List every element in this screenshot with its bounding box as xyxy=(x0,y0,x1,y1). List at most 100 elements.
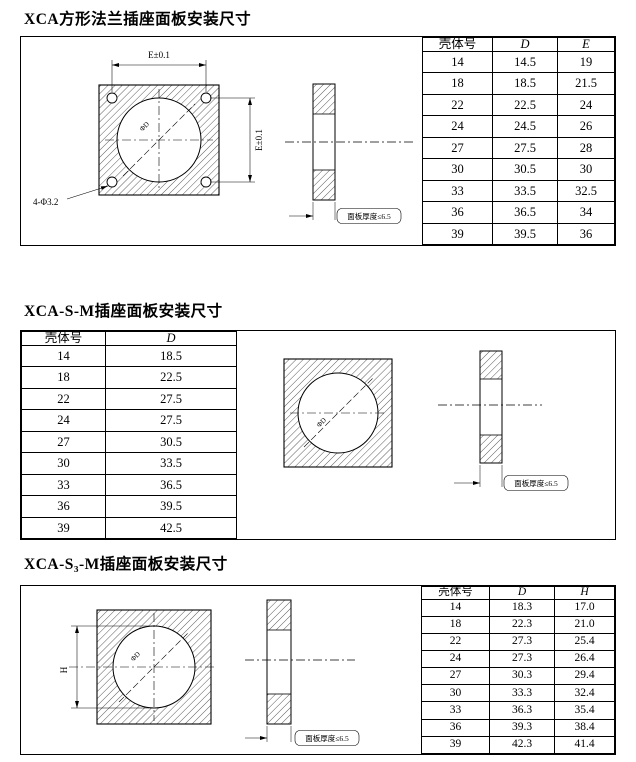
table-cell: 17.0 xyxy=(554,598,615,617)
dimension-left xyxy=(71,625,149,709)
corner-holes-label: 4-Φ3.2 xyxy=(33,197,58,207)
table-cell: 22.5 xyxy=(492,93,558,116)
table-cell: 30.3 xyxy=(489,667,555,686)
table-cell: 42.3 xyxy=(489,735,555,755)
table-cell: 32.4 xyxy=(554,684,615,703)
table-cell: 28 xyxy=(557,136,615,159)
table-cell: 24 xyxy=(21,409,106,432)
table-cell: 36 xyxy=(421,718,490,737)
column-header: H xyxy=(554,586,615,600)
section-hatch-top xyxy=(312,83,336,115)
table-cell: 21.5 xyxy=(557,72,615,95)
table-cell: 19 xyxy=(557,50,615,73)
table-cell: 25.4 xyxy=(554,632,615,651)
table-cell: 39.5 xyxy=(105,495,237,518)
table-cell: 18.5 xyxy=(492,72,558,95)
column-header: 壳体号 xyxy=(21,331,106,346)
dim-top-label: E±0.1 xyxy=(148,50,170,60)
section2-side-view-drawing: 面板厚度≤6.5 xyxy=(438,350,569,491)
column-header: 壳体号 xyxy=(421,586,490,600)
table-cell: 22.5 xyxy=(105,366,237,389)
centerlines xyxy=(105,89,213,191)
panel-thickness-label: 面板厚度≤6.5 xyxy=(347,211,391,221)
dimension-top xyxy=(111,60,207,92)
table-cell: 27 xyxy=(421,667,490,686)
thickness-dimension xyxy=(454,465,503,487)
table-cell: 33 xyxy=(21,473,106,496)
centerlines xyxy=(69,613,217,721)
panel-thickness-label: 面板厚度≤6.5 xyxy=(514,478,558,488)
thickness-dimension xyxy=(289,202,336,220)
section2-front-view-drawing: ΦD xyxy=(283,358,393,468)
section1-title: XCA方形法兰插座面板安装尺寸 xyxy=(24,11,252,28)
table-cell: 26.4 xyxy=(554,649,615,669)
section-hatch-top xyxy=(266,599,292,631)
dimension-right xyxy=(210,97,255,183)
table-cell: 21.0 xyxy=(554,615,615,634)
table-cell: 27 xyxy=(21,430,106,453)
table-cell: 30 xyxy=(422,158,493,181)
table-cell: 39 xyxy=(421,735,490,755)
table-cell: 29.4 xyxy=(554,667,615,686)
table-cell: 18.3 xyxy=(489,598,555,617)
table-cell: 22 xyxy=(21,387,106,410)
table-cell: 36.3 xyxy=(489,701,555,720)
table-cell: 39 xyxy=(422,222,493,245)
section2-title: XCA-S-M插座面板安装尺寸 xyxy=(24,303,223,320)
table-cell: 18 xyxy=(422,72,493,95)
table-cell: 24 xyxy=(421,649,490,669)
table-cell: 30 xyxy=(21,452,106,475)
table-cell: 33.5 xyxy=(105,452,237,475)
table-cell: 36.5 xyxy=(492,201,558,224)
table-cell: 22 xyxy=(422,93,493,116)
table-cell: 33.3 xyxy=(489,684,555,703)
table-cell: 41.4 xyxy=(554,735,615,755)
table-cell: 18 xyxy=(421,615,490,634)
table-cell: 27.5 xyxy=(105,409,237,432)
thickness-label-frame xyxy=(503,475,569,491)
table-cell: 38.4 xyxy=(554,718,615,737)
table-cell: 24 xyxy=(557,93,615,116)
table-cell: 33 xyxy=(421,701,490,720)
table-cell: 26 xyxy=(557,115,615,138)
table-cell: 39 xyxy=(21,516,106,539)
table-cell: 14 xyxy=(21,344,106,367)
table-cell: 27.3 xyxy=(489,649,555,669)
dim-right-label: E±0.1 xyxy=(254,129,264,151)
column-header: 壳体号 xyxy=(422,37,493,52)
corner-hole-leader xyxy=(66,185,109,200)
section-hatch-bottom xyxy=(312,169,336,201)
table-cell: 14 xyxy=(422,50,493,73)
table-cell: 33.5 xyxy=(492,179,558,202)
column-header: D xyxy=(489,586,555,600)
table-cell: 18 xyxy=(21,366,106,389)
table-cell: 18.5 xyxy=(105,344,237,367)
table-cell: 36 xyxy=(557,222,615,245)
table-cell: 32.5 xyxy=(557,179,615,202)
section1-front-view-drawing: ΦD E±0.1 E±0.1 4-Φ3.2 xyxy=(33,50,264,207)
section1-panel: ΦD E±0.1 E±0.1 4-Φ3.2 xyxy=(20,36,616,246)
